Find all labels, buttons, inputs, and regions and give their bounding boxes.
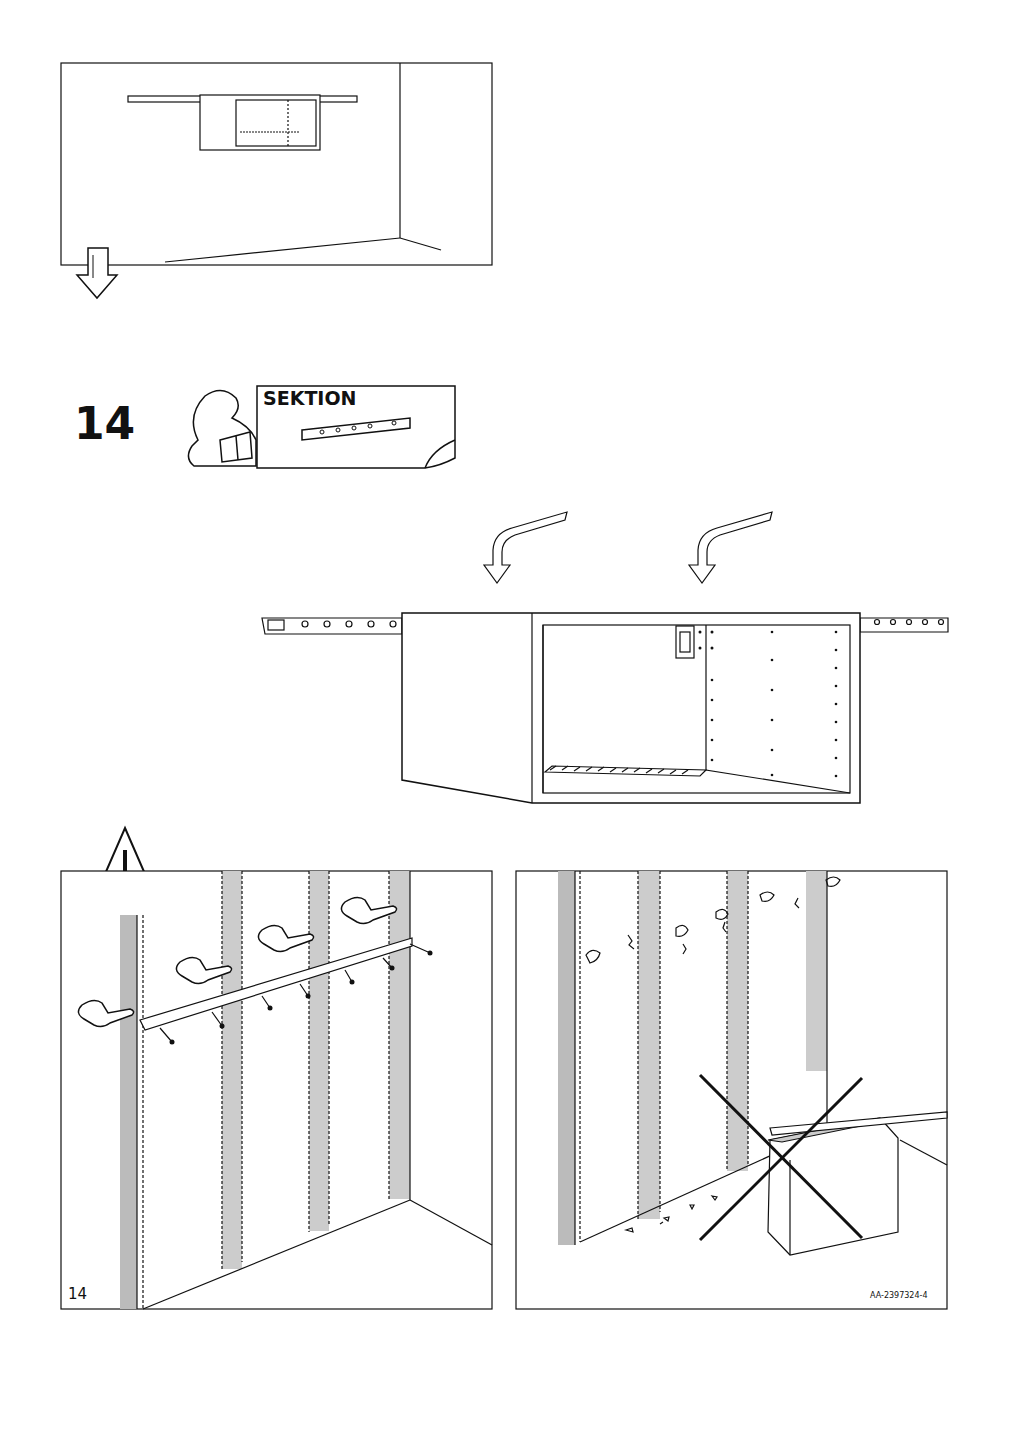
correct-mounting-panel	[61, 871, 492, 1309]
next-arrow	[77, 248, 117, 298]
placement-arrows	[484, 512, 772, 583]
manual-icon	[188, 386, 455, 468]
manual-reference: SEKTION	[263, 388, 356, 409]
step-number: 14	[74, 400, 135, 448]
overview-panel	[61, 63, 492, 265]
pointing-hands	[78, 897, 396, 1026]
manual-title: SEKTION	[263, 388, 356, 409]
incorrect-mounting-panel	[516, 871, 947, 1309]
document-code: AA-2397324-4	[870, 1292, 927, 1301]
wall-cabinet	[262, 613, 948, 803]
page-number: 14	[68, 1286, 87, 1303]
